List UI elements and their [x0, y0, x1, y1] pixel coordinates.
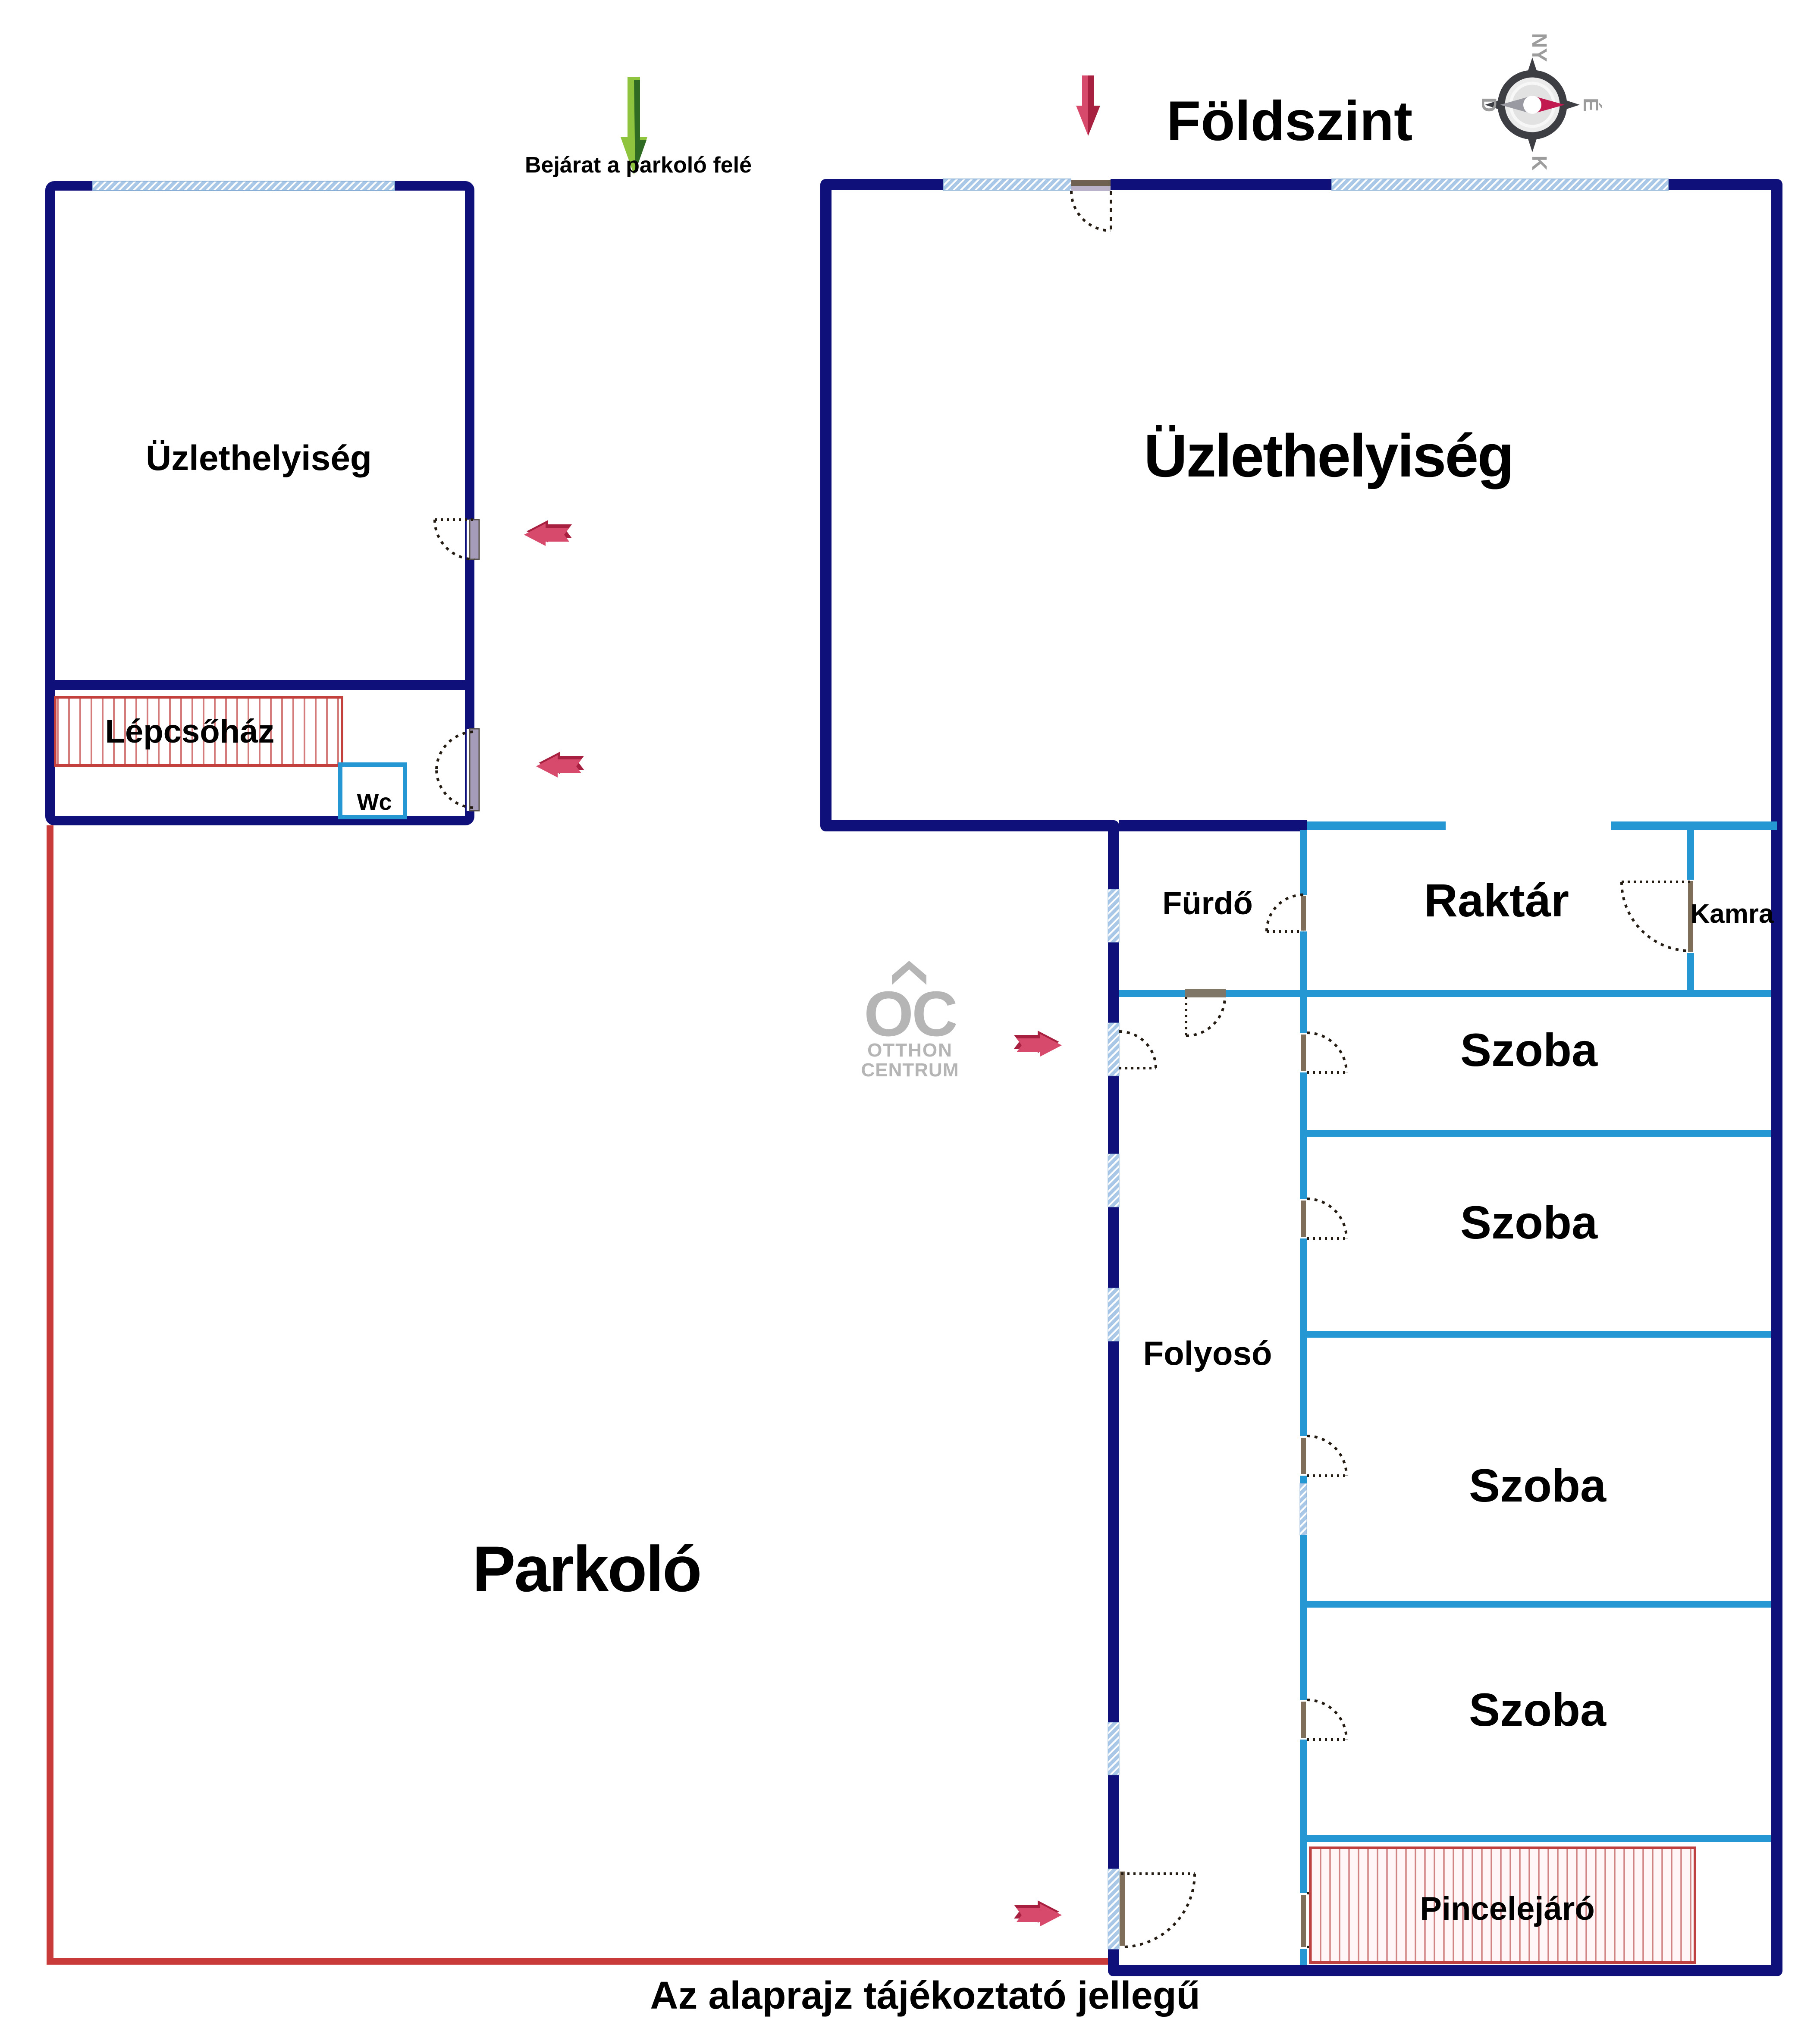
bathroom-corridor-door [1185, 989, 1226, 1037]
left-building-window [92, 181, 395, 191]
cellar-stairs-hatch [1309, 1846, 1696, 1964]
main-shop-label: Üzlethelyiség [1144, 422, 1513, 489]
watermark-roof-icon [892, 961, 926, 985]
parking-boundary-line [47, 825, 1108, 1965]
room3-room4-wall [1307, 1601, 1771, 1608]
left-building-double-door [435, 728, 482, 812]
room1-door [1301, 1031, 1348, 1074]
left-shop-label: Üzlethelyiség [146, 439, 372, 478]
corridor-window [1299, 1483, 1307, 1536]
compass-north-label: É [1579, 98, 1602, 112]
entrance-arrow-left-upper-icon [524, 520, 572, 546]
staircase-hatch [54, 696, 343, 767]
parking-label: Parkoló [472, 1533, 700, 1605]
main-entrance-arrow-green-icon [621, 77, 647, 175]
room2-label: Szoba [1460, 1196, 1598, 1248]
cellar-door [1301, 1892, 1362, 1948]
room1-label: Szoba [1460, 1024, 1598, 1076]
compass-east-label: K [1528, 156, 1550, 171]
corridor-label: Folyosó [1143, 1334, 1272, 1372]
room2-door [1301, 1198, 1348, 1240]
cellar-label: Pincelejáró [1420, 1890, 1595, 1927]
left-building-divider-wall [45, 680, 474, 690]
entrance-arrow-left-lower-icon [536, 752, 584, 777]
main-shop-entrance-door [1070, 177, 1112, 232]
otthon-centrum-watermark: OC OTTHON CENTRUM [861, 961, 959, 1081]
entrance-arrow-corridor-upper-icon [1014, 1031, 1062, 1056]
room3-door [1301, 1435, 1348, 1477]
entrance-arrow-down-icon [1076, 75, 1100, 136]
left-building-door [433, 518, 482, 561]
storage-top-wall-right [1611, 821, 1777, 830]
storage-label: Raktár [1424, 874, 1569, 926]
room3-label: Szoba [1469, 1459, 1607, 1511]
staircase-label: Lépcsőház [105, 713, 275, 750]
storage-top-wall-left [1307, 821, 1446, 830]
compass-west-label: NY [1528, 33, 1550, 62]
floor-title: Földszint [1167, 89, 1412, 152]
right-building: Üzlethelyiség [820, 177, 1782, 1976]
main-shop-window-left [943, 179, 1072, 191]
watermark-line2: CENTRUM [861, 1060, 959, 1081]
entrance-note: Bejárat a parkoló felé [525, 153, 752, 178]
entrance-arrow-corridor-lower-icon [1014, 1900, 1062, 1926]
disclaimer-text: Az alaprajz tájékoztató jellegű [650, 1974, 1200, 2017]
entrance-arrows [524, 75, 1100, 1926]
compass-south-label: D [1477, 97, 1500, 113]
room4-label: Szoba [1469, 1683, 1607, 1736]
room4-door [1301, 1699, 1348, 1741]
room1-room2-wall [1307, 1130, 1771, 1137]
main-shop-window-right [1331, 179, 1669, 191]
pantry-label: Kamra [1691, 899, 1774, 929]
wc-room [338, 762, 407, 819]
pantry-wall [1620, 830, 1694, 990]
main-shop-bottom-wall [1119, 820, 1307, 831]
compass-icon: NY K D É [1477, 33, 1602, 171]
row-bottom-wall-a [1119, 990, 1186, 997]
row-bottom-wall-b [1225, 990, 1771, 997]
left-building: Lépcsőház Wc Üzlethelyiség [45, 181, 482, 825]
room4-cellar-wall [1307, 1835, 1771, 1842]
parking-corridor-door-upper [1119, 1030, 1157, 1069]
parking-corridor-door-lower [1120, 1872, 1196, 1948]
parking-area: Parkoló [47, 825, 1108, 1965]
corridor-left-wall-openings [1108, 889, 1120, 1950]
watermark-line1: OTTHON [867, 1040, 953, 1061]
bathroom-wall [1265, 830, 1307, 997]
bathroom-label: Fürdő [1162, 885, 1253, 921]
room2-room3-wall [1307, 1331, 1771, 1338]
watermark-initials: OC [864, 978, 956, 1050]
wc-label: Wc [357, 789, 392, 815]
corridor-rooms-wall [1299, 997, 1307, 1965]
